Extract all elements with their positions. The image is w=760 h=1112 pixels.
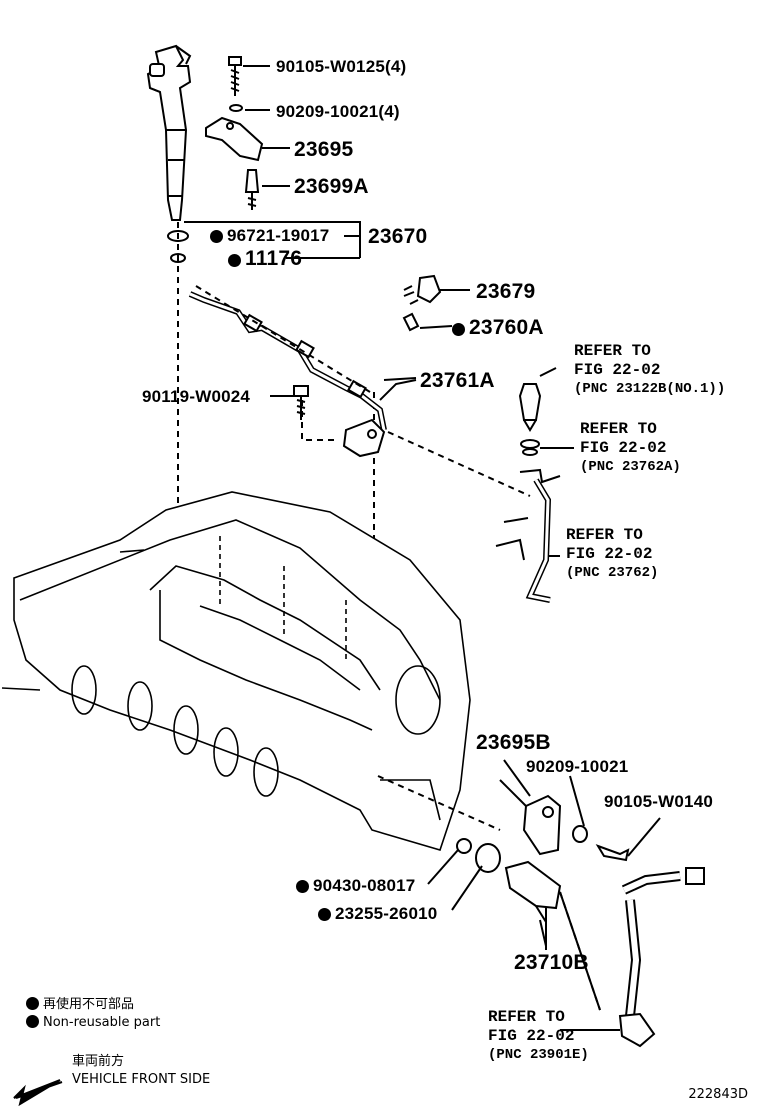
nonreusable-dot-icon bbox=[452, 323, 465, 336]
ref-line: REFER TO bbox=[566, 526, 643, 544]
part-23699a: 23699A bbox=[294, 175, 369, 198]
bolt-harness-drawing bbox=[293, 385, 309, 420]
ref-pnc: (PNC 23762) bbox=[566, 565, 659, 581]
injector-drawing bbox=[146, 44, 192, 221]
bolt-top-drawing bbox=[228, 56, 270, 112]
ref-line: FIG 22-02 bbox=[488, 1027, 575, 1045]
nonreusable-dot-icon bbox=[318, 908, 331, 921]
legend-en: Non-reusable part bbox=[26, 1015, 160, 1030]
ref-pnc: (PNC 23122B(NO.1)) bbox=[574, 381, 726, 397]
stud-drawing bbox=[244, 169, 290, 210]
front-side-jp: 車両前方 bbox=[72, 1054, 125, 1069]
ref-line: REFER TO bbox=[488, 1008, 565, 1026]
lower-pipe-drawing bbox=[559, 867, 705, 1048]
part-23761a: 23761A bbox=[420, 369, 495, 392]
nonreusable-dot-icon bbox=[228, 254, 241, 267]
wire-harness-drawing bbox=[188, 285, 531, 497]
ref-line: REFER TO bbox=[580, 420, 657, 438]
legend-dot-icon bbox=[26, 997, 39, 1010]
ref-pnc: (PNC 23901E) bbox=[488, 1047, 589, 1063]
part-90119-w0024: 90119-W0024 bbox=[142, 387, 251, 406]
leader-lower bbox=[503, 759, 585, 947]
front-side-en: VEHICLE FRONT SIDE bbox=[72, 1072, 211, 1087]
lower-sensor-group bbox=[377, 775, 661, 950]
part-90209-10021-4: 90209-10021(4) bbox=[276, 102, 400, 121]
front-arrow-icon bbox=[13, 1079, 63, 1107]
ref-line: FIG 22-02 bbox=[574, 361, 661, 379]
figure-code: 222843D bbox=[688, 1087, 748, 1102]
upper-right-fittings bbox=[495, 367, 574, 603]
part-23760a: 23760A bbox=[452, 317, 544, 338]
part-23670: 23670 bbox=[368, 225, 428, 248]
sensor-drawing bbox=[402, 274, 470, 332]
ref-line: FIG 22-02 bbox=[566, 545, 653, 563]
engine-block-drawing bbox=[1, 491, 471, 851]
part-23679: 23679 bbox=[476, 280, 536, 303]
part-90105-w0125: 90105-W0125(4) bbox=[276, 57, 407, 76]
part-96721-19017: 96721-19017 bbox=[210, 227, 329, 244]
part-11176: 11176 bbox=[228, 248, 302, 269]
part-90209-10021: 90209-10021 bbox=[526, 757, 629, 776]
ref-pnc: (PNC 23762A) bbox=[580, 459, 681, 475]
part-90430-08017: 90430-08017 bbox=[296, 877, 415, 894]
nonreusable-dot-icon bbox=[296, 880, 309, 893]
ref-line: REFER TO bbox=[574, 342, 651, 360]
seal-rings-drawing bbox=[167, 221, 361, 263]
nonreusable-dot-icon bbox=[210, 230, 223, 243]
legend-jp: 再使用不可部品 bbox=[26, 993, 134, 1012]
ref-line: FIG 22-02 bbox=[580, 439, 667, 457]
part-23695b: 23695B bbox=[476, 731, 551, 754]
part-90105-w0140: 90105-W0140 bbox=[604, 792, 713, 811]
part-23695: 23695 bbox=[294, 138, 354, 161]
legend-dot-icon bbox=[26, 1015, 39, 1028]
part-23255-26010: 23255-26010 bbox=[318, 905, 437, 922]
part-23710b: 23710B bbox=[514, 951, 589, 974]
leader-23761a bbox=[383, 377, 417, 381]
clamp-drawing bbox=[205, 116, 290, 162]
